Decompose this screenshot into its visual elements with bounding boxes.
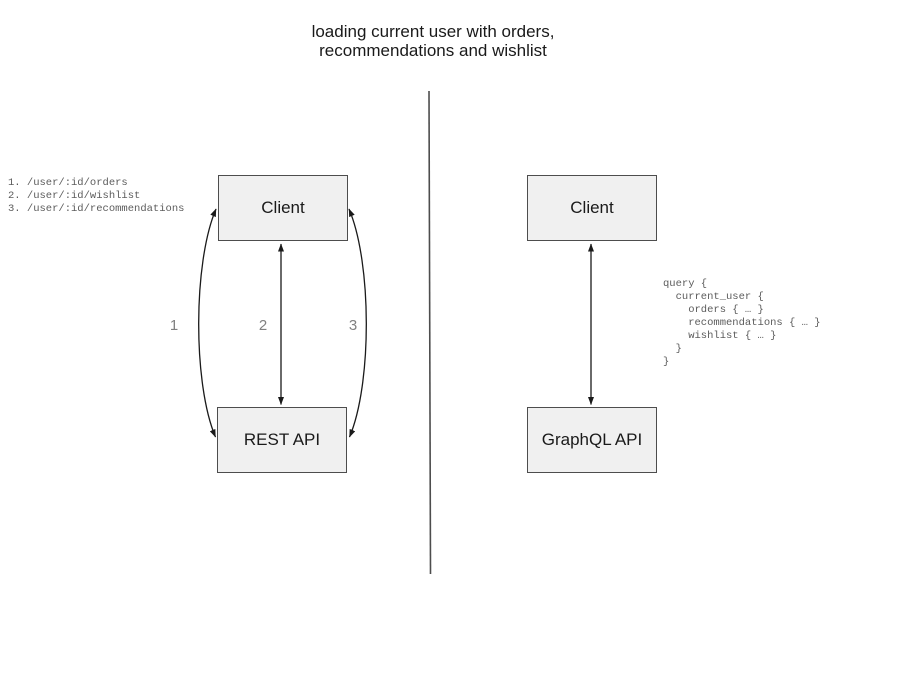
client-box-left-label: Client — [261, 198, 305, 217]
graphql-api-box: GraphQL API — [527, 407, 657, 473]
diagram-title-line2: recommendations and wishlist — [319, 41, 547, 60]
graphql-query-line: orders { … } — [663, 304, 764, 316]
arrow-label-1: 1 — [169, 317, 179, 334]
graphql-api-box-label: GraphQL API — [541, 430, 643, 449]
rest-endpoint-list: 1. /user/:id/orders 2. /user/:id/wishlis… — [8, 177, 184, 216]
graphql-query-block: query { current_user { orders { … } reco… — [663, 278, 821, 369]
rest-endpoint-line: 3. /user/:id/recommendations — [8, 203, 185, 215]
arrow-label-2: 2 — [258, 317, 268, 334]
arrow-1-curve — [198, 208, 217, 438]
rest-api-box: REST API — [217, 407, 347, 473]
rest-endpoint-line: 1. /user/:id/orders — [8, 177, 128, 189]
rest-endpoint-line: 2. /user/:id/wishlist — [8, 190, 141, 202]
arrow-label-3: 3 — [348, 317, 358, 334]
graphql-query-line: query { — [663, 278, 708, 290]
rest-api-box-label: REST API — [243, 430, 321, 449]
graphql-query-line: } — [663, 343, 682, 355]
diagram-title-line1: loading current user with orders, — [311, 22, 555, 41]
graphql-query-line: } — [663, 356, 670, 368]
divider-line — [428, 90, 432, 575]
graphql-query-line: current_user { — [663, 291, 764, 303]
client-box-right-label: Client — [570, 198, 614, 217]
client-box-left: Client — [218, 175, 348, 241]
diagram-title: loading current user with orders, recomm… — [0, 22, 866, 60]
client-box-right: Client — [527, 175, 657, 241]
graphql-query-line: recommendations { … } — [663, 317, 821, 329]
graphql-query-line: wishlist { … } — [663, 330, 777, 342]
